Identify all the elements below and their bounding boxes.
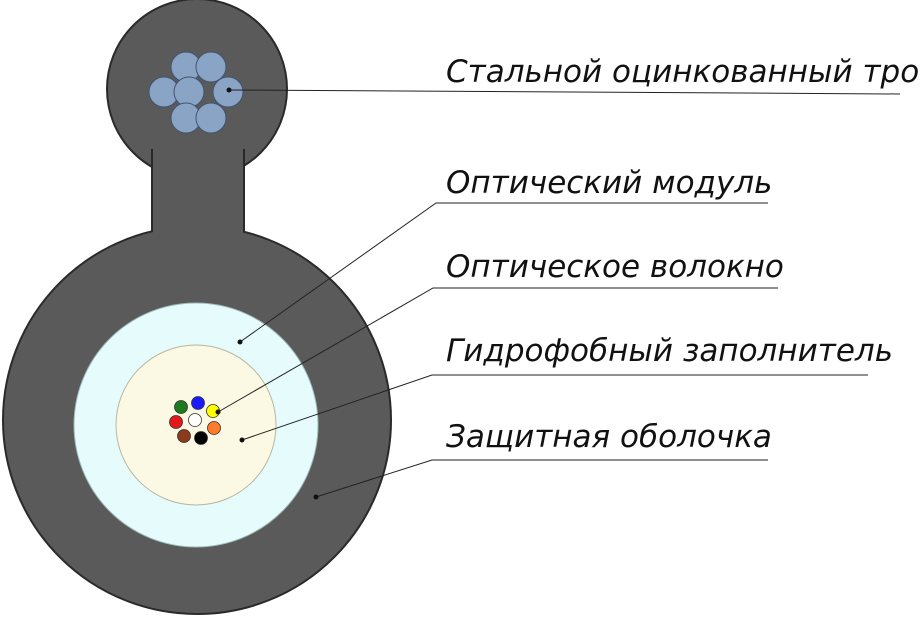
labels: Стальной оцинкованный трос Оптический мо… [446,54,920,455]
label-optical-module: Оптический модуль [446,165,772,201]
steel-wire [195,102,227,134]
fiber-white [188,413,202,427]
leader-steel-cable [228,89,901,95]
dot-steel-cable [226,87,232,93]
fiber-orange [207,421,221,435]
dot-protective-sheath [313,494,319,500]
label-steel-cable: Стальной оцинкованный трос [446,54,920,90]
dot-hydrophobic-filler [239,437,245,443]
fiber-blue [191,396,205,410]
leader-optical-fiber [217,287,778,413]
fiber-red [169,415,183,429]
neck-fill [153,140,243,280]
leader-lines [217,89,901,498]
dot-optical-module [237,339,243,345]
steel-wires [148,51,244,134]
steel-wire [195,51,227,83]
leader-hydrophobic-filler [241,374,868,441]
steel-wire [173,76,205,108]
leader-optical-module [239,202,768,343]
dot-optical-fiber [215,409,221,415]
leader-protective-sheath [315,459,768,498]
label-optical-fiber: Оптическое волокно [446,249,784,285]
fiber-black [194,431,208,445]
optical-fibers [169,396,221,445]
fiber-green [174,400,188,414]
label-protective-sheath: Защитная оболочка [446,419,772,455]
leader-dots [215,87,319,500]
label-hydrophobic-filler: Гидрофобный заполнитель [446,333,893,369]
fiber-brown [177,429,191,443]
